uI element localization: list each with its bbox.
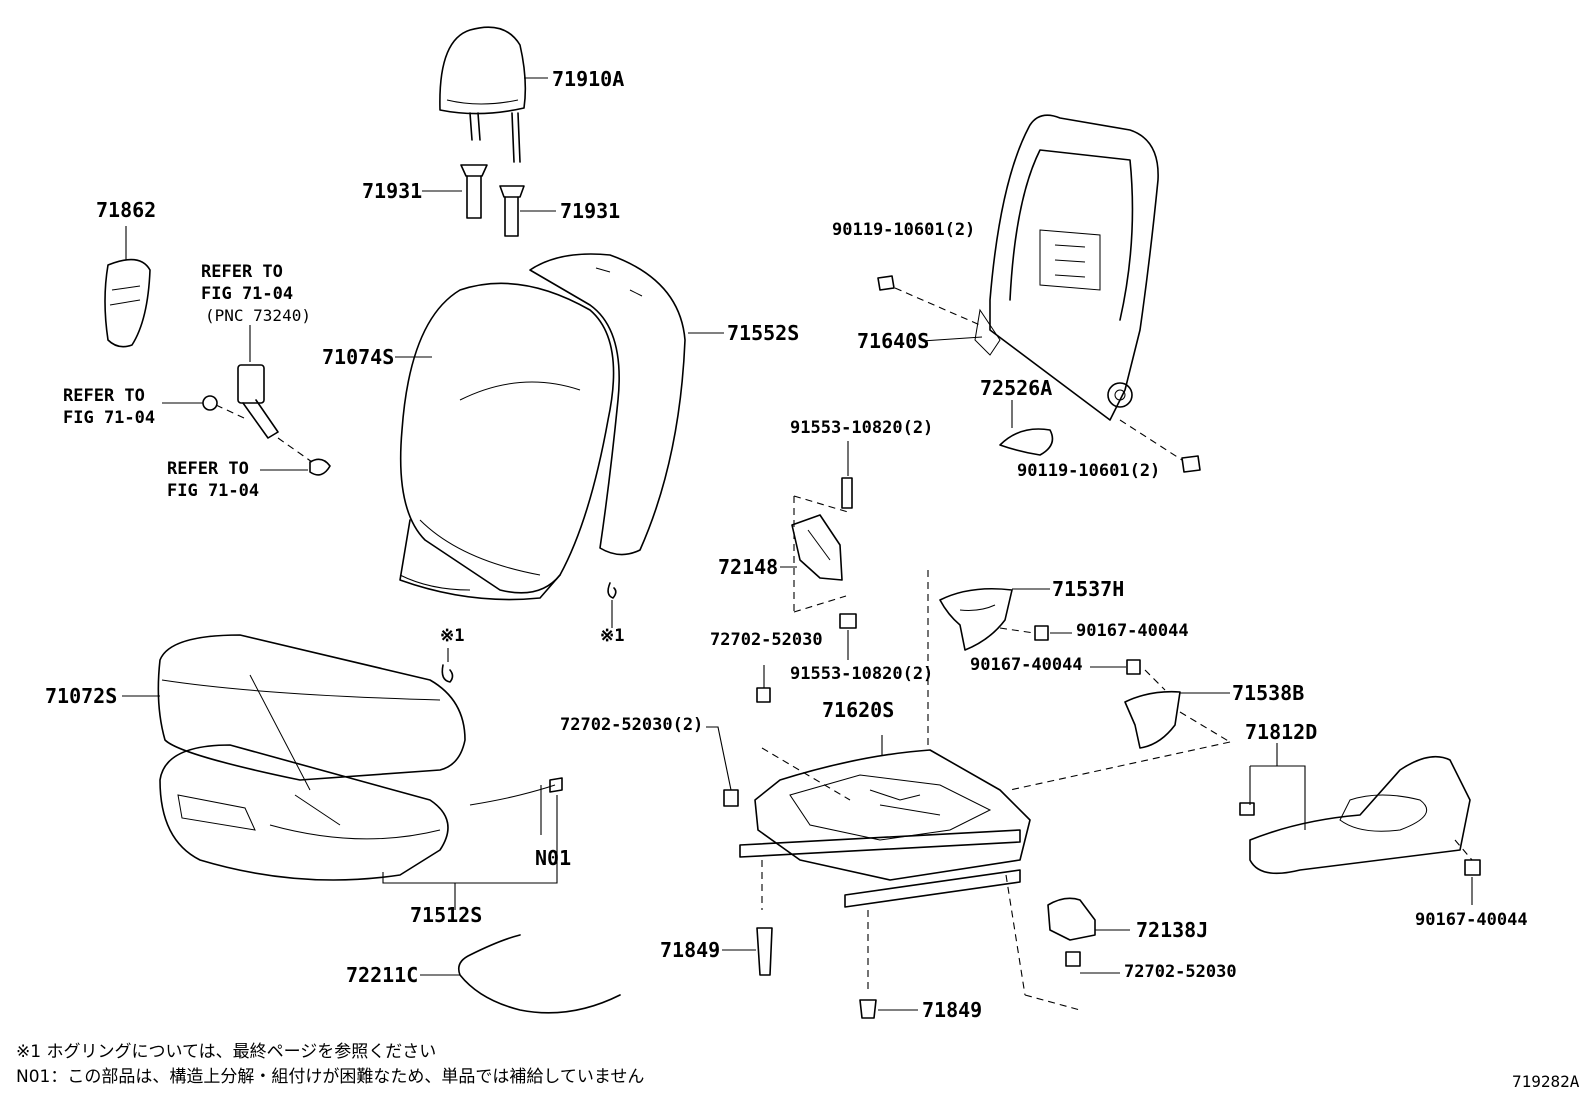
- label-91553-upper: 91553-10820(2): [790, 418, 934, 438]
- label-90119-upper: 90119-10601(2): [832, 220, 976, 240]
- hog-ring-drawing: [441, 582, 617, 683]
- refer-b-line2: FIG 71-04: [63, 408, 156, 428]
- label-71074S: 71074S: [322, 345, 395, 369]
- label-71931-left: 71931: [362, 179, 423, 203]
- side-shield-drawing: [1239, 743, 1481, 905]
- label-90167-right: 90167-40044: [1415, 910, 1528, 930]
- label-71812D: 71812D: [1245, 720, 1318, 744]
- label-71552S: 71552S: [727, 321, 800, 345]
- refer-a-line1: REFER TO: [201, 262, 283, 282]
- label-72702-lower: 72702-52030: [1124, 962, 1237, 982]
- headrest-guide-drawing: [422, 164, 556, 237]
- refer-a-line2: FIG 71-04: [201, 284, 294, 304]
- belt-cover-drawing: [104, 226, 151, 348]
- label-90167-mid: 90167-40044: [1076, 621, 1189, 641]
- shield-inner-drawing: [927, 570, 1072, 750]
- wire-drawing: [420, 934, 621, 1014]
- seat-track-drawing: [739, 735, 1081, 1011]
- stud-drawing: [722, 927, 918, 1019]
- shield-outer-drawing: [1009, 659, 1231, 791]
- bolt-drawing: [706, 665, 1120, 974]
- label-91553-lower: 91553-10820(2): [790, 664, 934, 684]
- footnote-N01: N01：この部品は、構造上分解・組付けが困難なため、単品では補給していません: [16, 1067, 645, 1087]
- refer-c-line2: FIG 71-04: [167, 481, 260, 501]
- label-72702-upper: 72702-52030: [710, 630, 823, 650]
- label-71910A: 71910A: [552, 67, 625, 91]
- bracket-drawing: [780, 441, 857, 660]
- label-71640S: 71640S: [857, 329, 930, 353]
- buckle-drawing: [162, 325, 331, 476]
- headrest-drawing: [439, 26, 548, 163]
- label-72148: 72148: [718, 555, 779, 579]
- label-71072S: 71072S: [45, 684, 118, 708]
- label-72138J: 72138J: [1136, 918, 1209, 942]
- refer-a-line3: (PNC 73240): [205, 306, 311, 325]
- label-72211C: 72211C: [346, 963, 419, 987]
- label-72526A: 72526A: [980, 376, 1053, 400]
- label-71849-lower: 71849: [922, 998, 983, 1022]
- footnote-hog-ring: ※1 ホグリングについては、最終ページを参照ください: [16, 1042, 437, 1062]
- label-star1-left: ※1: [440, 626, 465, 646]
- seatback-cover-drawing: [395, 282, 615, 601]
- label-N01: N01: [535, 846, 572, 870]
- label-71512S: 71512S: [410, 903, 483, 927]
- label-71931-right: 71931: [560, 199, 621, 223]
- refer-b-line1: REFER TO: [63, 386, 145, 406]
- frame-cover-drawing: [999, 400, 1054, 456]
- cover-72138J-drawing: [1047, 897, 1130, 941]
- label-71620S: 71620S: [822, 698, 895, 722]
- refer-c-line1: REFER TO: [167, 459, 249, 479]
- cushion-cover-drawing: [159, 744, 563, 910]
- seat-cushion-drawing: [122, 634, 466, 791]
- figure-id: 719282A: [1512, 1072, 1580, 1091]
- seatback-pad-drawing: [529, 253, 724, 556]
- label-71537H: 71537H: [1052, 577, 1125, 601]
- seatback-frame-drawing: [877, 114, 1201, 473]
- label-72702-qty2: 72702-52030(2): [560, 715, 704, 735]
- label-90167-left: 90167-40044: [970, 655, 1083, 675]
- label-71538B: 71538B: [1232, 681, 1305, 705]
- label-star1-right: ※1: [600, 626, 625, 646]
- label-90119-lower: 90119-10601(2): [1017, 461, 1161, 481]
- label-71849-upper: 71849: [660, 938, 721, 962]
- label-71862: 71862: [96, 198, 157, 222]
